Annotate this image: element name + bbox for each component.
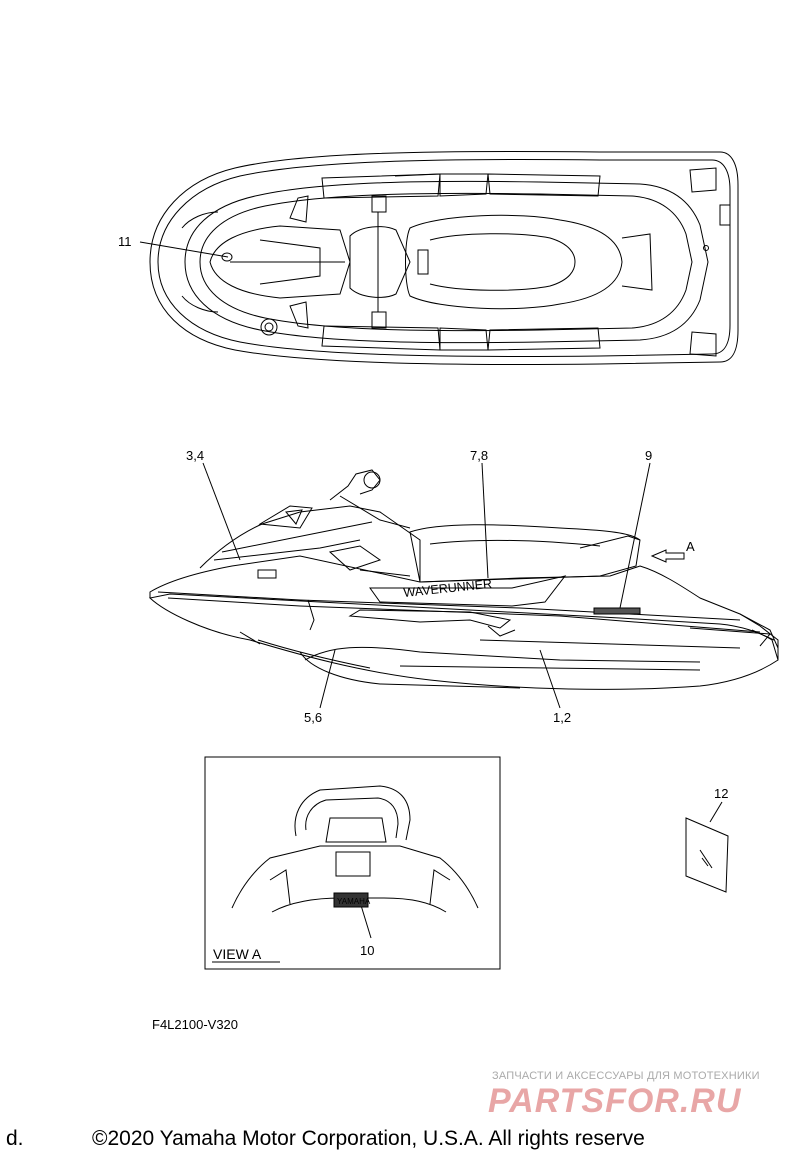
side-view-hull: WAVERUNNER (148, 469, 779, 690)
watermark-logo: PARTSFOR.RU (488, 1082, 742, 1120)
yamaha-decal-text: YAMAHA (337, 897, 371, 906)
waverunner-decal-text: WAVERUNNER (403, 577, 493, 600)
callout-a: A (686, 539, 695, 554)
leader-11 (139, 241, 229, 258)
part-12-sheet (685, 817, 729, 893)
leader-7-8 (481, 462, 489, 579)
view-a-label: VIEW A (213, 946, 262, 962)
leader-3-4 (202, 462, 241, 561)
leader-lines (139, 241, 723, 939)
callout-11: 11 (118, 234, 132, 249)
callout-7-8: 7,8 (470, 448, 488, 463)
leader-9 (619, 462, 651, 609)
callout-10: 10 (360, 943, 374, 958)
callout-1-2: 1,2 (553, 710, 571, 725)
callout-5-6: 5,6 (304, 710, 322, 725)
view-a-arrow (650, 549, 685, 563)
copyright-text: ©2020 Yamaha Motor Corporation, U.S.A. A… (92, 1127, 645, 1150)
drawing-code: F4L2100-V320 (152, 1017, 238, 1032)
yamaha-transom-decal (333, 892, 369, 908)
leader-5-6 (319, 649, 336, 709)
callout-9: 9 (645, 448, 652, 463)
leader-1-2 (539, 649, 561, 709)
watermark-caption: ЗАПЧАСТИ И АКСЕССУАРЫ ДЛЯ МОТОТЕХНИКИ (492, 1070, 760, 1082)
callout-12: 12 (714, 786, 728, 801)
callout-3-4: 3,4 (186, 448, 204, 463)
leader-10 (359, 901, 372, 939)
leader-12 (709, 801, 723, 823)
top-view-hull (149, 150, 739, 365)
view-a-panel: YAMAHA (204, 756, 501, 970)
footer-left-text: d. (6, 1127, 24, 1150)
